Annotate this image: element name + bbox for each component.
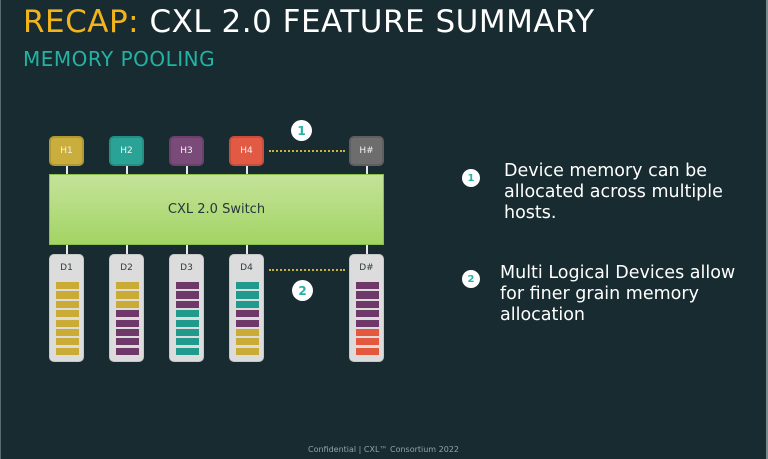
memory-segment-yellow bbox=[116, 300, 139, 308]
host-ellipsis-line bbox=[269, 150, 345, 152]
title-rest: CXL 2.0 FEATURE SUMMARY bbox=[139, 4, 595, 40]
device-link bbox=[66, 245, 68, 254]
memory-segment-red bbox=[356, 347, 379, 355]
device-label: D3 bbox=[180, 263, 193, 273]
point-2-text: Multi Logical Devices allow for finer gr… bbox=[500, 263, 736, 325]
title-accent: RECAP: bbox=[23, 4, 140, 40]
host-link bbox=[126, 166, 128, 174]
memory-segment-teal bbox=[176, 319, 199, 327]
memory-segment-teal bbox=[236, 300, 259, 308]
cxl-switch: CXL 2.0 Switch bbox=[49, 174, 384, 245]
memory-segment-purple bbox=[356, 310, 379, 318]
memory-segment-yellow bbox=[236, 338, 259, 346]
device-link bbox=[126, 245, 128, 254]
host-hn: H# bbox=[349, 136, 384, 166]
memory-segment-yellow bbox=[56, 310, 79, 318]
device-segments bbox=[56, 282, 79, 357]
device-ellipsis-line bbox=[269, 269, 345, 271]
memory-segment-purple bbox=[176, 300, 199, 308]
host-link bbox=[246, 166, 248, 174]
memory-segment-teal bbox=[176, 310, 199, 318]
memory-segment-purple bbox=[116, 319, 139, 327]
memory-segment-yellow bbox=[56, 319, 79, 327]
memory-segment-purple bbox=[116, 347, 139, 355]
memory-segment-purple bbox=[116, 310, 139, 318]
point-2-badge: 2 bbox=[462, 270, 480, 288]
memory-segment-purple bbox=[116, 328, 139, 337]
device-segments bbox=[356, 282, 379, 357]
memory-segment-teal bbox=[236, 282, 259, 290]
point-1-badge: 1 bbox=[462, 169, 480, 187]
memory-segment-yellow bbox=[116, 282, 139, 290]
device-segments bbox=[236, 282, 259, 357]
host-h1: H1 bbox=[49, 136, 84, 166]
host-h3: H3 bbox=[169, 136, 204, 166]
memory-segment-teal bbox=[176, 328, 199, 337]
switch-label: CXL 2.0 Switch bbox=[167, 202, 266, 217]
device-segments bbox=[116, 282, 139, 357]
device-d1: D1 bbox=[49, 254, 84, 362]
memory-segment-yellow bbox=[116, 291, 139, 299]
device-d4: D4 bbox=[229, 254, 264, 362]
memory-segment-yellow bbox=[56, 282, 79, 290]
memory-segment-red bbox=[356, 328, 379, 337]
memory-segment-purple bbox=[176, 291, 199, 299]
memory-segment-yellow bbox=[56, 328, 79, 337]
device-dn: D# bbox=[349, 254, 384, 362]
device-link bbox=[186, 245, 188, 254]
device-label: D1 bbox=[60, 263, 73, 273]
device-d2: D2 bbox=[109, 254, 144, 362]
footer: Confidential | CXL™ Consortium 2022 bbox=[307, 445, 460, 454]
memory-segment-yellow bbox=[56, 291, 79, 299]
memory-segment-purple bbox=[356, 282, 379, 290]
memory-segment-yellow bbox=[236, 347, 259, 355]
badge-2: 2 bbox=[292, 280, 313, 301]
memory-segment-purple bbox=[176, 282, 199, 290]
memory-segment-purple bbox=[236, 319, 259, 327]
device-label: D4 bbox=[240, 263, 253, 273]
memory-segment-yellow bbox=[56, 347, 79, 355]
host-link bbox=[66, 166, 68, 174]
host-link bbox=[366, 166, 368, 174]
memory-segment-red bbox=[356, 338, 379, 346]
host-h2: H2 bbox=[109, 136, 144, 166]
memory-segment-purple bbox=[356, 300, 379, 308]
device-label: D# bbox=[359, 263, 374, 273]
memory-segment-teal bbox=[176, 347, 199, 355]
point-1-text: Device memory can be allocated across mu… bbox=[504, 161, 723, 223]
memory-segment-yellow bbox=[236, 328, 259, 337]
memory-segment-purple bbox=[356, 291, 379, 299]
badge-1: 1 bbox=[291, 120, 312, 141]
device-label: D2 bbox=[120, 263, 133, 273]
slide-title: RECAP: CXL 2.0 FEATURE SUMMARY bbox=[23, 4, 595, 40]
memory-segment-purple bbox=[116, 338, 139, 346]
memory-segment-yellow bbox=[56, 338, 79, 346]
memory-segment-teal bbox=[236, 291, 259, 299]
device-link bbox=[246, 245, 248, 254]
device-link bbox=[366, 245, 368, 254]
host-h4: H4 bbox=[229, 136, 264, 166]
device-d3: D3 bbox=[169, 254, 204, 362]
host-link bbox=[186, 166, 188, 174]
memory-segment-purple bbox=[236, 310, 259, 318]
device-segments bbox=[176, 282, 199, 357]
memory-segment-yellow bbox=[56, 300, 79, 308]
memory-segment-purple bbox=[356, 319, 379, 327]
slide-subtitle: MEMORY POOLING bbox=[23, 47, 216, 71]
memory-segment-teal bbox=[176, 338, 199, 346]
